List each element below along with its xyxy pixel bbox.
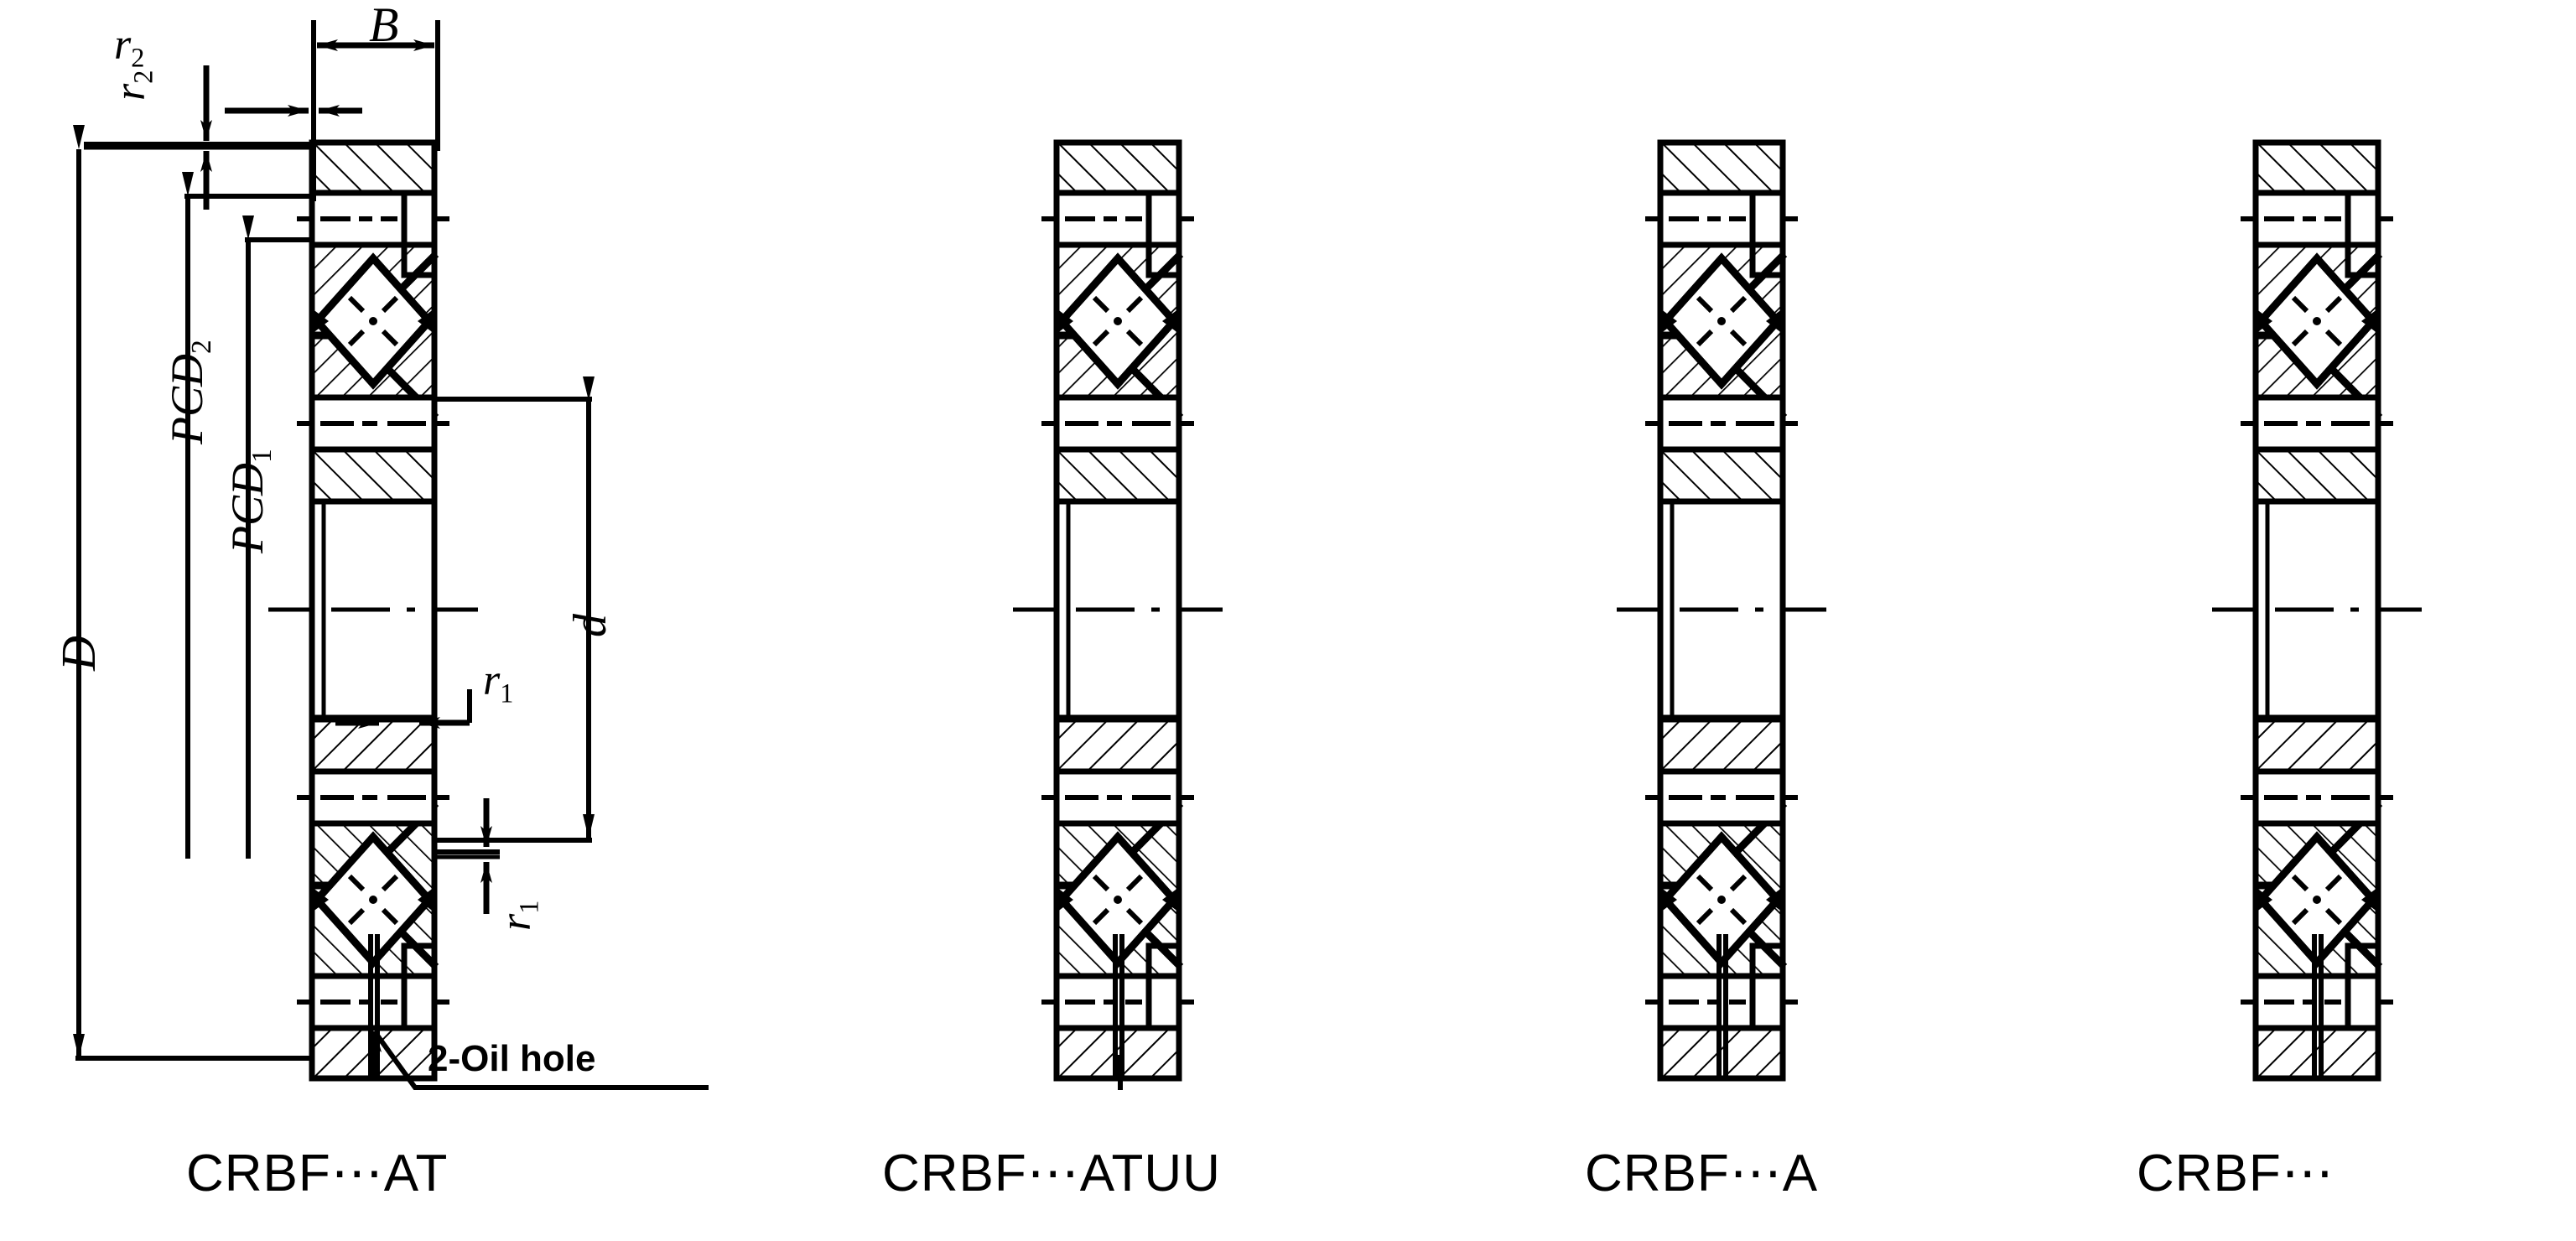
dimension-label-D: D (51, 636, 106, 671)
bearing-section-crbf-a (1617, 143, 1826, 1078)
dimension-label-PCD1: PCD1 (222, 449, 278, 553)
dimension-label-d: d (564, 614, 616, 637)
dimension-label-r1-horizontal: r1 (483, 657, 514, 709)
dimension-label-r2-vertical: r2 (106, 70, 158, 101)
bearing-section-crbf (2212, 143, 2422, 1078)
variant-caption-crbf-atuu: CRBF⋯ATUU (882, 1145, 1221, 1202)
bearing-section-crbf-at (268, 143, 709, 1090)
variant-caption-crbf-a: CRBF⋯A (1585, 1145, 1819, 1202)
dimension-label-B: B (369, 0, 399, 52)
variant-caption-crbf: CRBF⋯ (2137, 1145, 2334, 1202)
annotation-oil-hole: 2-Oil hole (428, 1038, 596, 1079)
variant-caption-crbf-at: CRBF⋯AT (186, 1145, 449, 1202)
dimension-lines (73, 20, 595, 1061)
dimension-label-PCD2: PCD2 (162, 340, 218, 444)
dimension-label-r2-horizontal: r2 (114, 21, 145, 73)
dimension-label-r1-vertical: r1 (492, 900, 544, 931)
bearing-section-crbf-atuu (1013, 143, 1223, 1090)
